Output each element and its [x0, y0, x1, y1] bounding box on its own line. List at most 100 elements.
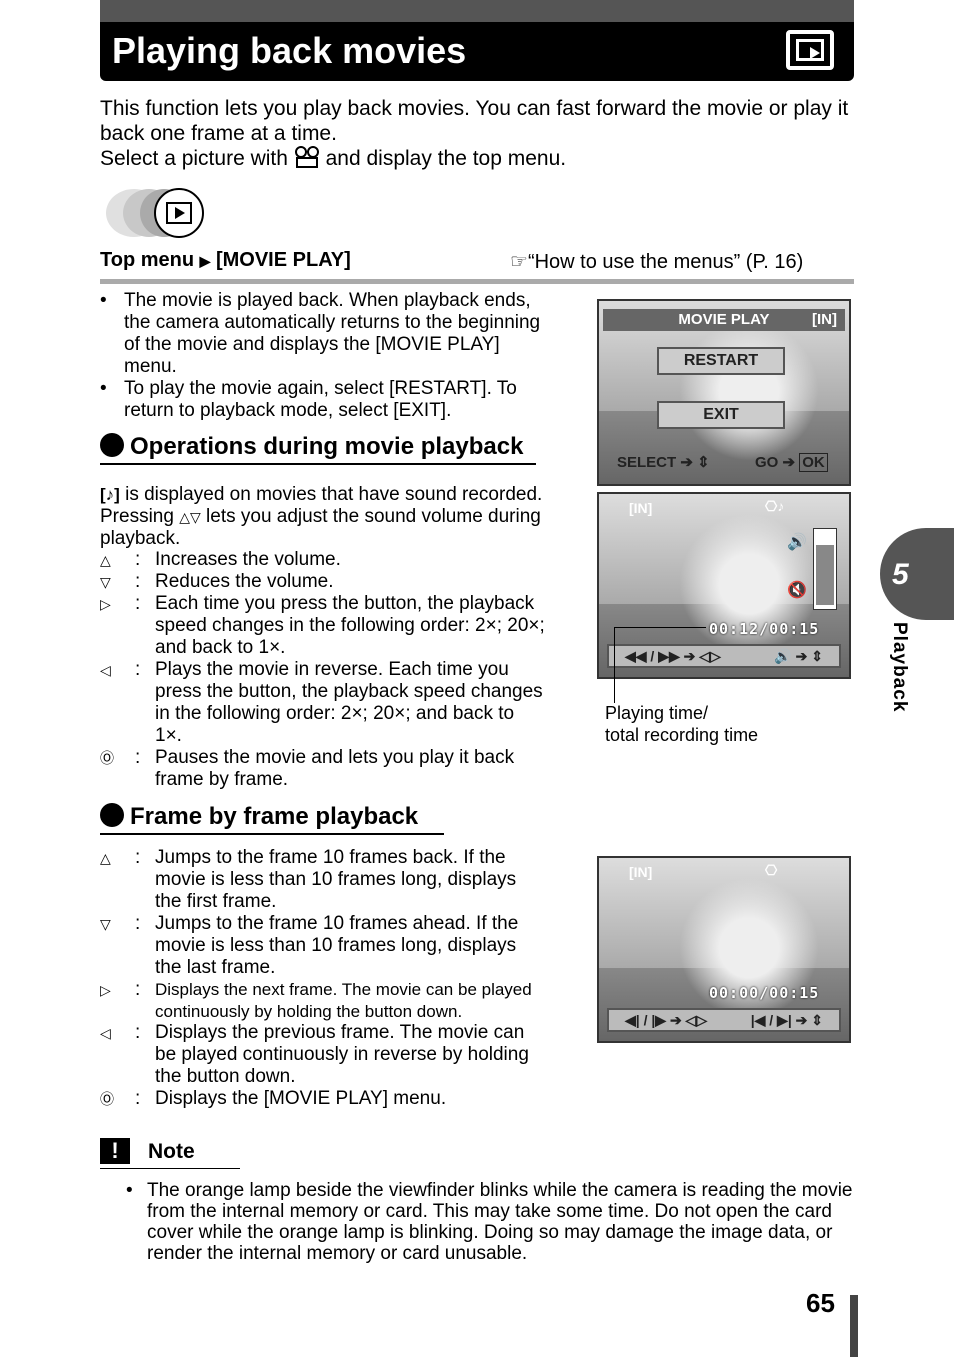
right-key-icon: ▷	[100, 596, 111, 612]
menu-item: [MOVIE PLAY]	[215, 249, 351, 271]
key-desc: Each time you press the button, the play…	[155, 593, 545, 658]
speed-controls: ◀◀ / ▶▶	[625, 648, 680, 664]
seagull-photo	[679, 514, 819, 654]
divider	[100, 279, 854, 284]
memory-indicator: [IN]	[629, 500, 653, 516]
up-key-icon: △	[100, 552, 111, 568]
up-key-icon: △	[100, 850, 111, 866]
callout-line	[614, 627, 615, 703]
lcd-control-bar: ◀◀ / ▶▶ ➔ ◁▷ 🔊 ➔ ⇕	[607, 644, 841, 668]
playing-time: 00:00/00:15	[709, 984, 820, 1002]
page-edge-bar	[850, 1295, 858, 1357]
down-key-icon: ▽	[100, 916, 111, 932]
lcd-menu-header: MOVIE PLAY [IN]	[603, 309, 845, 331]
operations-intro-post: lets you adjust the sound volume during …	[100, 506, 541, 549]
movie-sound-icon: ⎔♪	[765, 498, 785, 514]
reference-icon: ☞	[510, 251, 528, 273]
section-heading-text: Operations during movie playback	[130, 433, 524, 460]
lcd-screen-frame: [IN] ⎔ 00:00/00:15 ◀| / |▶ ➔ ◁▷ |◀ / ▶| …	[597, 856, 851, 1043]
page-number: 65	[806, 1288, 835, 1318]
playing-time: 00:12/00:15	[709, 620, 820, 638]
menu-reference: ☞“How to use the menus” (P. 16)	[510, 249, 803, 274]
movie-icon: ⎔	[765, 862, 778, 878]
note-divider	[100, 1168, 240, 1169]
jump-controls: |◀ / ▶| ➔ ⇕	[750, 1012, 823, 1028]
callout-line	[614, 627, 706, 628]
key-desc: Pauses the movie and lets you play it ba…	[155, 747, 515, 790]
key-desc: Displays the [MOVIE PLAY] menu.	[155, 1088, 447, 1109]
key-desc: Reduces the volume.	[155, 571, 334, 592]
go-label: GO	[755, 454, 779, 471]
playback-icon	[786, 30, 834, 70]
key-desc: Jumps to the frame 10 frames ahead. If t…	[155, 913, 519, 978]
seagull-photo	[679, 878, 819, 1018]
lcd-control-bar: ◀| / |▶ ➔ ◁▷ |◀ / ▶| ➔ ⇕	[607, 1008, 841, 1032]
bullet-dot-icon	[100, 803, 124, 827]
operations-intro: [♪] is displayed on movies that have sou…	[100, 484, 550, 550]
volume-up-icon: 🔊	[787, 534, 807, 551]
note-icon: !	[100, 1138, 130, 1164]
page-title: Playing back movies	[112, 30, 467, 71]
ok-menu-key-icon: Ⓞ	[100, 750, 114, 766]
section-heading-frame: Frame by frame playback	[100, 803, 444, 835]
exit-button[interactable]: EXIT	[657, 401, 785, 429]
menu-path: Top menu ▶ [MOVIE PLAY]	[100, 249, 854, 272]
key-desc: Jumps to the frame 10 frames back. If th…	[155, 847, 517, 912]
right-key-icon: ▷	[100, 982, 111, 998]
ok-menu-key-icon: Ⓞ	[100, 1091, 114, 1107]
chapter-number: 5	[892, 558, 909, 591]
section-heading-operations: Operations during movie playback	[100, 433, 536, 465]
menu-top: Top menu	[100, 249, 195, 271]
left-key-icon: ◁	[100, 1025, 111, 1041]
intro-line2: Select a picture with and display the to…	[100, 146, 860, 171]
left-key-icon: ◁	[100, 662, 111, 678]
reference-text: “How to use the menus” (P. 16)	[527, 251, 804, 273]
memory-indicator: [IN]	[629, 864, 653, 880]
seagull-photo	[679, 321, 819, 461]
note-heading: Note	[148, 1140, 195, 1163]
chapter-tab: 5	[880, 528, 954, 620]
select-label: SELECT	[617, 454, 677, 471]
key-desc: Displays the previous frame. The movie c…	[155, 1022, 529, 1087]
bullet-dot-icon	[100, 433, 124, 457]
list-item: To play the movie again, select [RESTART…	[100, 378, 550, 422]
arrow-icon: ➔	[782, 454, 796, 471]
operations-intro-pre: is displayed on movies that have sound r…	[100, 484, 543, 527]
menu-arrow-icon: ▶	[199, 253, 211, 269]
playback-mode-icon	[106, 188, 204, 238]
memory-indicator: [IN]	[812, 311, 837, 328]
jump-controls-label: |◀ / ▶|	[750, 1012, 792, 1028]
volume-meter	[813, 528, 837, 610]
intro-line2-post: and display the top menu.	[325, 147, 567, 170]
movie-icon	[294, 146, 319, 168]
key-desc: Increases the volume.	[155, 549, 341, 570]
intro-line2-pre: Select a picture with	[100, 147, 288, 170]
intro-line1: This function lets you play back movies.…	[100, 97, 849, 145]
title-stripe	[100, 0, 854, 22]
intro-text: This function lets you play back movies.…	[100, 96, 860, 171]
section-heading-text: Frame by frame playback	[130, 803, 419, 830]
note-body: The orange lamp beside the viewfinder bl…	[126, 1180, 856, 1264]
arrow-icon: ➔ ◁▷	[683, 648, 721, 664]
list-item: The movie is played back. When playback …	[100, 290, 550, 378]
sound-icon: [♪]	[100, 485, 120, 504]
ok-icon: OK	[799, 453, 828, 472]
key-desc: Plays the movie in reverse. Each time yo…	[155, 659, 543, 746]
volume-controls: 🔊 ➔ ⇕	[774, 648, 823, 664]
key-desc: Displays the next frame. The movie can b…	[155, 980, 532, 1021]
frame-controls: ◀| / |▶	[625, 1012, 667, 1028]
lcd-select-hint: SELECT ➔ ⇕	[617, 453, 710, 471]
arrow-icon: ➔ ◁▷	[669, 1012, 708, 1028]
restart-button[interactable]: RESTART	[657, 347, 785, 375]
lcd-menu-title: MOVIE PLAY	[678, 311, 770, 328]
up-down-icon: ⇕	[697, 454, 710, 471]
arrow-icon: ➔	[680, 454, 693, 471]
chapter-label: Playback	[889, 622, 910, 713]
up-down-key-icon: △▽	[179, 509, 201, 525]
down-key-icon: ▽	[100, 574, 111, 590]
lcd-screen-playback: [IN] ⎔♪ 🔊 🔇 00:12/00:15 ◀◀ / ▶▶ ➔ ◁▷ 🔊 ➔…	[597, 492, 851, 679]
lcd-go-hint: GO ➔ OK	[755, 453, 828, 472]
bullet-list: The movie is played back. When playback …	[100, 290, 550, 422]
lcd-screen-menu: MOVIE PLAY [IN] RESTART EXIT SELECT ➔ ⇕ …	[597, 299, 851, 486]
title-bar: Playing back movies	[100, 0, 854, 81]
